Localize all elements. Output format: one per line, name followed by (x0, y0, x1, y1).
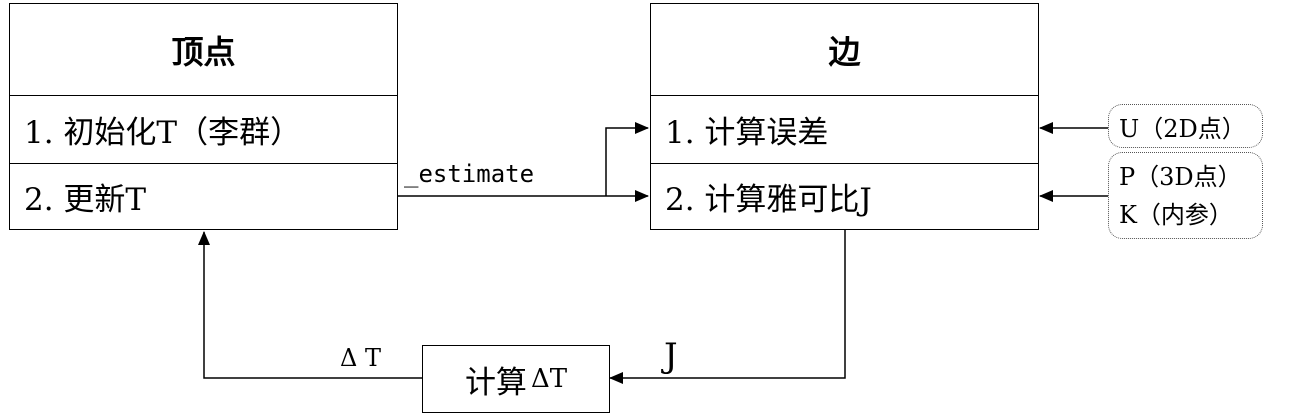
estimate-label: _estimate (404, 160, 535, 188)
vertex-row-1-text: 1. 初始化T（李群） (24, 115, 302, 151)
delta-label: Δ T (340, 344, 381, 372)
edge-row-2: 2. 计算雅可比J (651, 163, 1038, 229)
compute-symbol: ΔT (530, 364, 568, 394)
vertex-box: 顶点 1. 初始化T（李群） 2. 更新T (9, 3, 398, 230)
vertex-row-2-text: 2. 更新T (24, 182, 147, 218)
jacobian-label: J (664, 336, 678, 376)
input-u-box: U（2D点） (1108, 104, 1263, 148)
compute-label: 计算 (464, 364, 527, 401)
vertex-title: 顶点 (171, 32, 236, 71)
input-pk-box: P（3D点） K（内参） (1108, 152, 1263, 239)
compute-delta-box: 计算 ΔT (422, 345, 610, 413)
estimate-branch-line (605, 122, 649, 196)
jacobian-arrow-line (609, 230, 846, 384)
edge-row-1: 1. 计算误差 (651, 95, 1038, 163)
input-p-text: P（3D点） (1119, 162, 1242, 191)
edge-row-1-text: 1. 计算误差 (665, 115, 829, 151)
edge-row-2-text: 2. 计算雅可比J (665, 182, 872, 218)
delta-arrow-line (198, 231, 422, 379)
edge-title: 边 (828, 32, 861, 71)
vertex-row-1: 1. 初始化T（李群） (10, 95, 397, 163)
input-u-text: U（2D点） (1119, 114, 1246, 143)
edge-box: 边 1. 计算误差 2. 计算雅可比J (650, 3, 1039, 230)
vertex-row-2: 2. 更新T (10, 163, 397, 229)
input-k-text: K（内参） (1119, 200, 1233, 229)
